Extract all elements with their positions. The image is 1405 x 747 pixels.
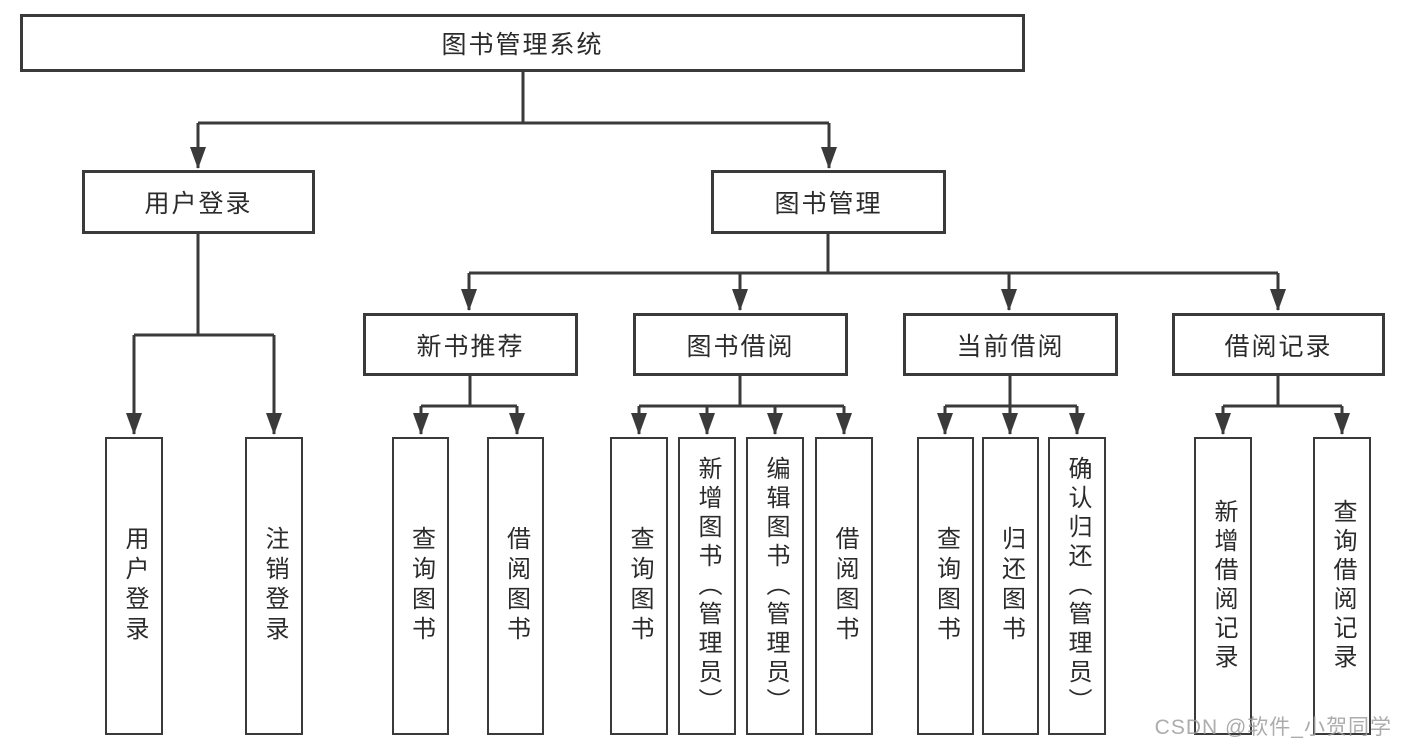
node-new-book-recommend: 新书推荐 [363, 313, 578, 376]
leaf-query-books-recommend: 查询图书 [392, 437, 449, 735]
leaf-add-borrow-record: 新增借阅记录 [1194, 437, 1252, 735]
leaf-query-books-borrow: 查询图书 [610, 437, 668, 735]
leaf-edit-book-admin: 编辑图书（管理员） [746, 437, 804, 735]
leaf-return-book: 归还图书 [982, 437, 1039, 735]
node-user-login: 用户登录 [82, 170, 315, 234]
leaf-label: 借阅图书 [831, 526, 858, 646]
node-book-management: 图书管理 [711, 170, 946, 234]
leaf-label: 查询图书 [626, 526, 653, 646]
leaf-label: 查询图书 [407, 526, 435, 646]
leaf-confirm-return-admin: 确认归还（管理员） [1048, 437, 1106, 735]
node-book-borrowing: 图书借阅 [633, 313, 848, 376]
leaf-label: 确认归还（管理员） [1064, 455, 1091, 717]
leaf-borrow-books: 借阅图书 [815, 437, 873, 735]
leaf-logout: 注销登录 [245, 437, 303, 735]
node-book-management-system: 图书管理系统 [20, 14, 1025, 72]
node-borrowing-records: 借阅记录 [1172, 313, 1385, 376]
leaf-query-books-current: 查询图书 [917, 437, 974, 735]
leaf-label: 新增借阅记录 [1210, 499, 1237, 673]
leaf-label: 注销登录 [261, 526, 288, 646]
leaf-borrow-books-recommend: 借阅图书 [487, 437, 544, 735]
leaf-label: 编辑图书（管理员） [762, 455, 789, 717]
leaf-label: 借阅图书 [502, 526, 530, 646]
node-current-borrowing: 当前借阅 [903, 313, 1118, 376]
leaf-label: 查询图书 [932, 526, 960, 646]
leaf-label: 归还图书 [997, 526, 1025, 646]
leaf-add-book-admin: 新增图书（管理员） [678, 437, 736, 735]
leaf-query-borrow-record: 查询借阅记录 [1313, 437, 1371, 735]
leaf-label: 用户登录 [121, 526, 148, 646]
leaf-label: 查询借阅记录 [1329, 499, 1356, 673]
csdn-watermark: CSDN @软件_小贺同学 [1154, 716, 1392, 739]
leaf-user-login: 用户登录 [105, 437, 163, 735]
leaf-label: 新增图书（管理员） [694, 455, 721, 717]
